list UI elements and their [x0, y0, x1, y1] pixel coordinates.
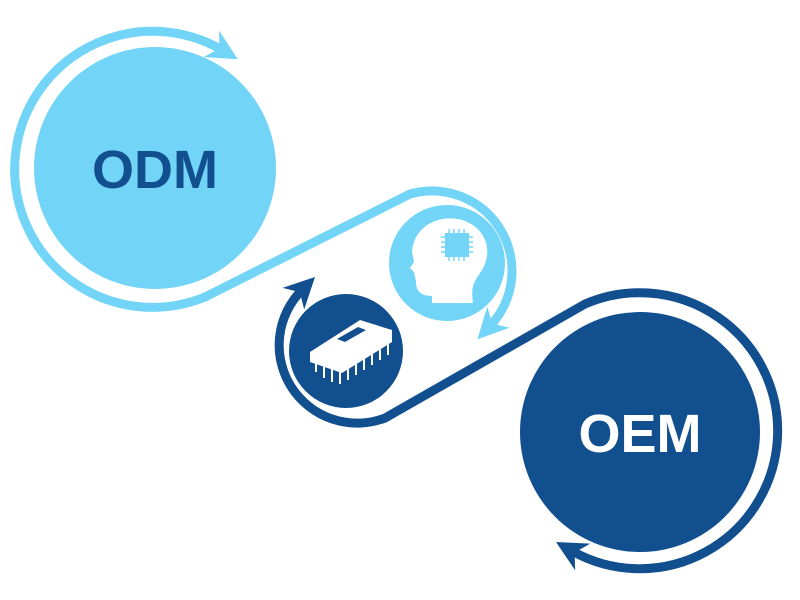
ai-head-chip-icon: [389, 205, 505, 321]
odm-circle: [34, 47, 276, 289]
integrated-circuit-chip-icon: [289, 294, 403, 408]
oem-flow-arrow: [274, 276, 783, 574]
odm-label: ODM: [92, 140, 218, 200]
odm-flow-arrow: [10, 26, 517, 340]
oem-circle: [520, 312, 760, 552]
oem-label: OEM: [578, 404, 701, 464]
